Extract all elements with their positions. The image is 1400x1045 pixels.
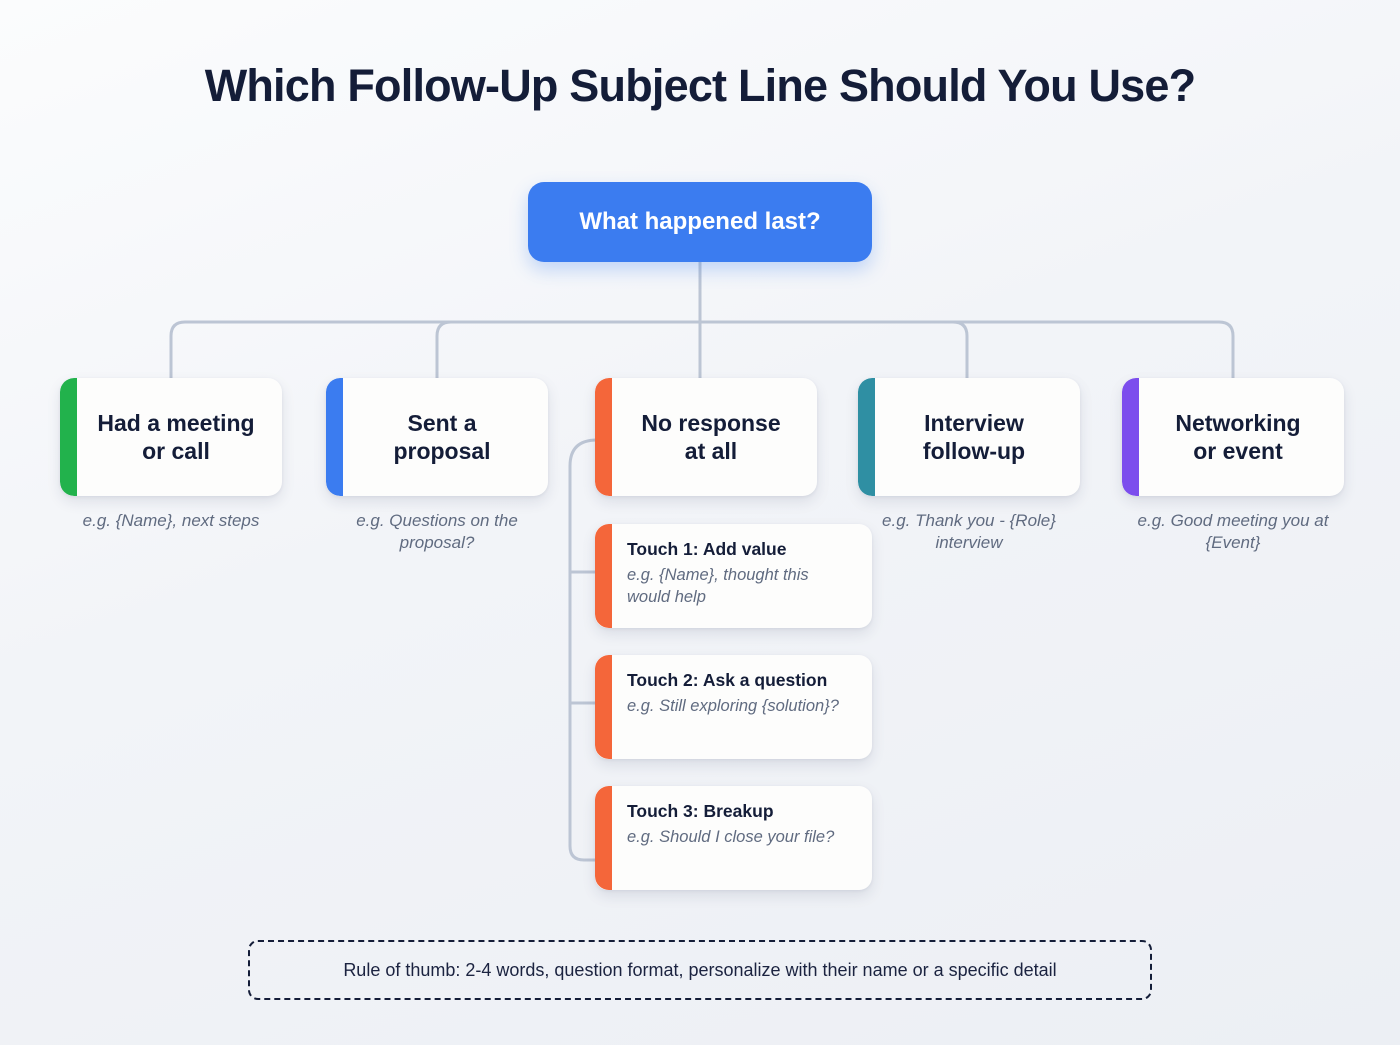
accent-bar: [326, 378, 343, 496]
connector-bus-left: [169, 320, 702, 380]
connector-bus-right: [698, 320, 1235, 380]
touch-card-body: Touch 2: Ask a question e.g. Still explo…: [595, 655, 872, 718]
touch-card-title: Touch 1: Add value: [627, 539, 787, 559]
root-node-label: What happened last?: [579, 208, 821, 235]
touch-card-example: e.g. Should I close your file?: [627, 828, 835, 846]
touch-card-1[interactable]: Touch 1: Add value e.g. {Name}, thought …: [595, 524, 872, 628]
connector-drop-2: [435, 320, 453, 380]
branch-caption: e.g. Questions on the proposal?: [356, 511, 518, 553]
connector-touch-rail: [568, 438, 599, 862]
accent-bar: [595, 655, 612, 759]
root-node-what-happened-last[interactable]: What happened last?: [528, 182, 872, 262]
touch-card-example: e.g. {Name}, thought this would help: [627, 566, 809, 606]
accent-bar: [595, 786, 612, 890]
branch-caption: e.g. Good meeting you at {Event}: [1137, 511, 1329, 553]
branch-caption: e.g. {Name}, next steps: [82, 511, 260, 530]
branch-caption: e.g. Thank you - {Role} interview: [882, 511, 1056, 553]
accent-bar: [858, 378, 875, 496]
accent-bar: [60, 378, 77, 496]
rule-of-thumb-note: Rule of thumb: 2-4 words, question forma…: [248, 940, 1152, 1000]
touch-card-3[interactable]: Touch 3: Breakup e.g. Should I close you…: [595, 786, 872, 890]
touch-card-title: Touch 2: Ask a question: [627, 670, 828, 690]
connector-drop-4: [951, 320, 969, 380]
touch-card-example: e.g. Still exploring {solution}?: [627, 697, 839, 715]
touch-card-body: Touch 1: Add value e.g. {Name}, thought …: [595, 524, 872, 609]
accent-bar: [595, 378, 612, 496]
accent-bar: [595, 524, 612, 628]
page-title: Which Follow-Up Subject Line Should You …: [204, 60, 1196, 111]
touch-card-title: Touch 3: Breakup: [627, 801, 774, 821]
touch-card-body: Touch 3: Breakup e.g. Should I close you…: [595, 786, 872, 849]
touch-card-2[interactable]: Touch 2: Ask a question e.g. Still explo…: [595, 655, 872, 759]
rule-of-thumb-text: Rule of thumb: 2-4 words, question forma…: [343, 959, 1057, 980]
accent-bar: [1122, 378, 1139, 496]
